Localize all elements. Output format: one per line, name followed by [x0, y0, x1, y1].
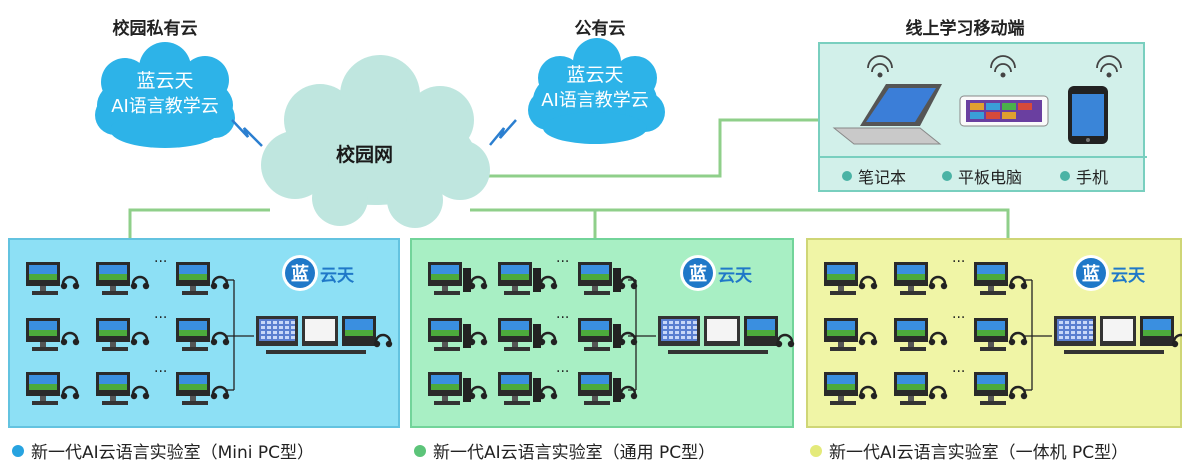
mobile-device-tablet: 平板电脑 — [942, 164, 1022, 188]
ellipsis-text: ··· — [556, 254, 570, 270]
student-computer-icon — [894, 372, 948, 405]
lab-caption-all-in-one-pc: 新一代AI云语言实验室（一体机 PC型） — [810, 438, 1128, 463]
student-computer-icon — [578, 262, 638, 295]
student-computer-icon — [894, 318, 948, 351]
wireless-link-icon-left — [231, 119, 263, 147]
student-computer-icon — [578, 318, 638, 351]
public-cloud-line1: 蓝云天 — [566, 64, 624, 86]
lab-connector-right — [470, 208, 1010, 238]
caption-dot-icon — [414, 444, 426, 457]
student-computer-icon — [26, 318, 80, 351]
private-cloud-line1: 蓝云天 — [136, 70, 194, 92]
tablet-dot-icon — [942, 171, 952, 181]
student-computer-icon — [498, 318, 558, 351]
campus-network-label: 校园网 — [336, 144, 394, 166]
teacher-station-icon — [256, 316, 393, 354]
student-computer-icon — [824, 372, 878, 405]
student-computer-icon — [176, 262, 230, 295]
ellipsis-text: ··· — [154, 310, 168, 326]
laptop-icon — [832, 84, 942, 145]
public-cloud-label: 蓝云天 AI语言教学云 — [530, 62, 660, 114]
logo-text: 云天 — [1111, 265, 1145, 286]
student-computer-icon — [974, 318, 1028, 351]
public-cloud-line2: AI语言教学云 — [541, 90, 649, 111]
student-computer-icon — [498, 372, 558, 405]
student-computer-icon — [176, 372, 230, 405]
student-computer-icon — [428, 318, 488, 351]
mobile-device-laptop: 笔记本 — [842, 164, 906, 188]
caption-dot-icon — [810, 444, 822, 457]
mobile-panel: 笔记本 平板电脑 手机 — [818, 42, 1147, 192]
tablet-icon — [959, 95, 1049, 127]
public-cloud-heading: 公有云 — [574, 19, 626, 39]
teacher-station-icon — [658, 316, 795, 354]
phone-icon — [1068, 86, 1108, 144]
student-computer-icon — [176, 318, 230, 351]
private-cloud-line2: AI语言教学云 — [111, 96, 219, 117]
mobile-heading: 线上学习移动端 — [905, 19, 1025, 39]
ellipsis-text: ··· — [952, 310, 966, 326]
logo-badge-icon: 蓝 — [1076, 258, 1106, 288]
ellipsis-text: ··· — [556, 364, 570, 380]
logo-badge-icon: 蓝 — [285, 258, 315, 288]
wifi-icon — [867, 55, 1122, 78]
student-computer-icon — [26, 372, 80, 405]
student-computer-icon — [428, 372, 488, 405]
ellipsis-text: ··· — [952, 254, 966, 270]
phone-label: 手机 — [1076, 168, 1109, 187]
student-computer-icon — [578, 372, 638, 405]
teacher-station-icon — [1054, 316, 1182, 354]
student-computer-icon — [428, 262, 488, 295]
caption-dot-icon — [12, 444, 24, 457]
student-computer-icon — [96, 372, 150, 405]
brand-logo: 蓝 云天 — [285, 258, 354, 288]
lab-caption-general-pc: 新一代AI云语言实验室（通用 PC型） — [414, 438, 715, 463]
student-computer-icon — [974, 372, 1028, 405]
lab-caption-text: 新一代AI云语言实验室（一体机 PC型） — [829, 443, 1129, 463]
student-computer-icon — [498, 262, 558, 295]
student-computer-icon — [824, 262, 878, 295]
mobile-device-phone: 手机 — [1060, 164, 1108, 188]
ellipsis-text: ··· — [154, 254, 168, 270]
private-cloud-shape — [95, 42, 235, 148]
brand-logo: 蓝 云天 — [683, 258, 752, 288]
ellipsis-text: ··· — [556, 310, 570, 326]
mobile-connector-line — [420, 118, 818, 178]
logo-badge-icon: 蓝 — [683, 258, 713, 288]
student-computer-icon — [894, 262, 948, 295]
private-cloud-heading: 校园私有云 — [112, 19, 198, 39]
lab-caption-mini-pc: 新一代AI云语言实验室（Mini PC型） — [12, 438, 314, 463]
lab-caption-text: 新一代AI云语言实验室（通用 PC型） — [433, 443, 716, 463]
student-computer-icon — [824, 318, 878, 351]
laptop-label: 笔记本 — [858, 168, 907, 187]
student-computer-icon — [96, 318, 150, 351]
ellipsis-text: ··· — [154, 364, 168, 380]
student-computer-icon — [26, 262, 80, 295]
public-cloud-shape — [528, 38, 665, 144]
student-computer-icon — [974, 262, 1028, 295]
logo-text: 云天 — [320, 265, 354, 286]
phone-dot-icon — [1060, 171, 1070, 181]
student-computer-icon — [96, 262, 150, 295]
campus-network-cloud-shape — [261, 55, 490, 228]
lab-caption-text: 新一代AI云语言实验室（Mini PC型） — [31, 443, 315, 463]
laptop-dot-icon — [842, 171, 852, 181]
logo-text: 云天 — [718, 265, 752, 286]
brand-logo: 蓝 云天 — [1076, 258, 1145, 288]
tablet-label: 平板电脑 — [958, 168, 1023, 187]
lab-connector-left — [128, 208, 270, 238]
wireless-link-icon-right — [489, 119, 517, 146]
private-cloud-label: 蓝云天 AI语言教学云 — [100, 68, 230, 120]
ellipsis-text: ··· — [952, 364, 966, 380]
mobile-devices-illustration — [820, 55, 1147, 158]
